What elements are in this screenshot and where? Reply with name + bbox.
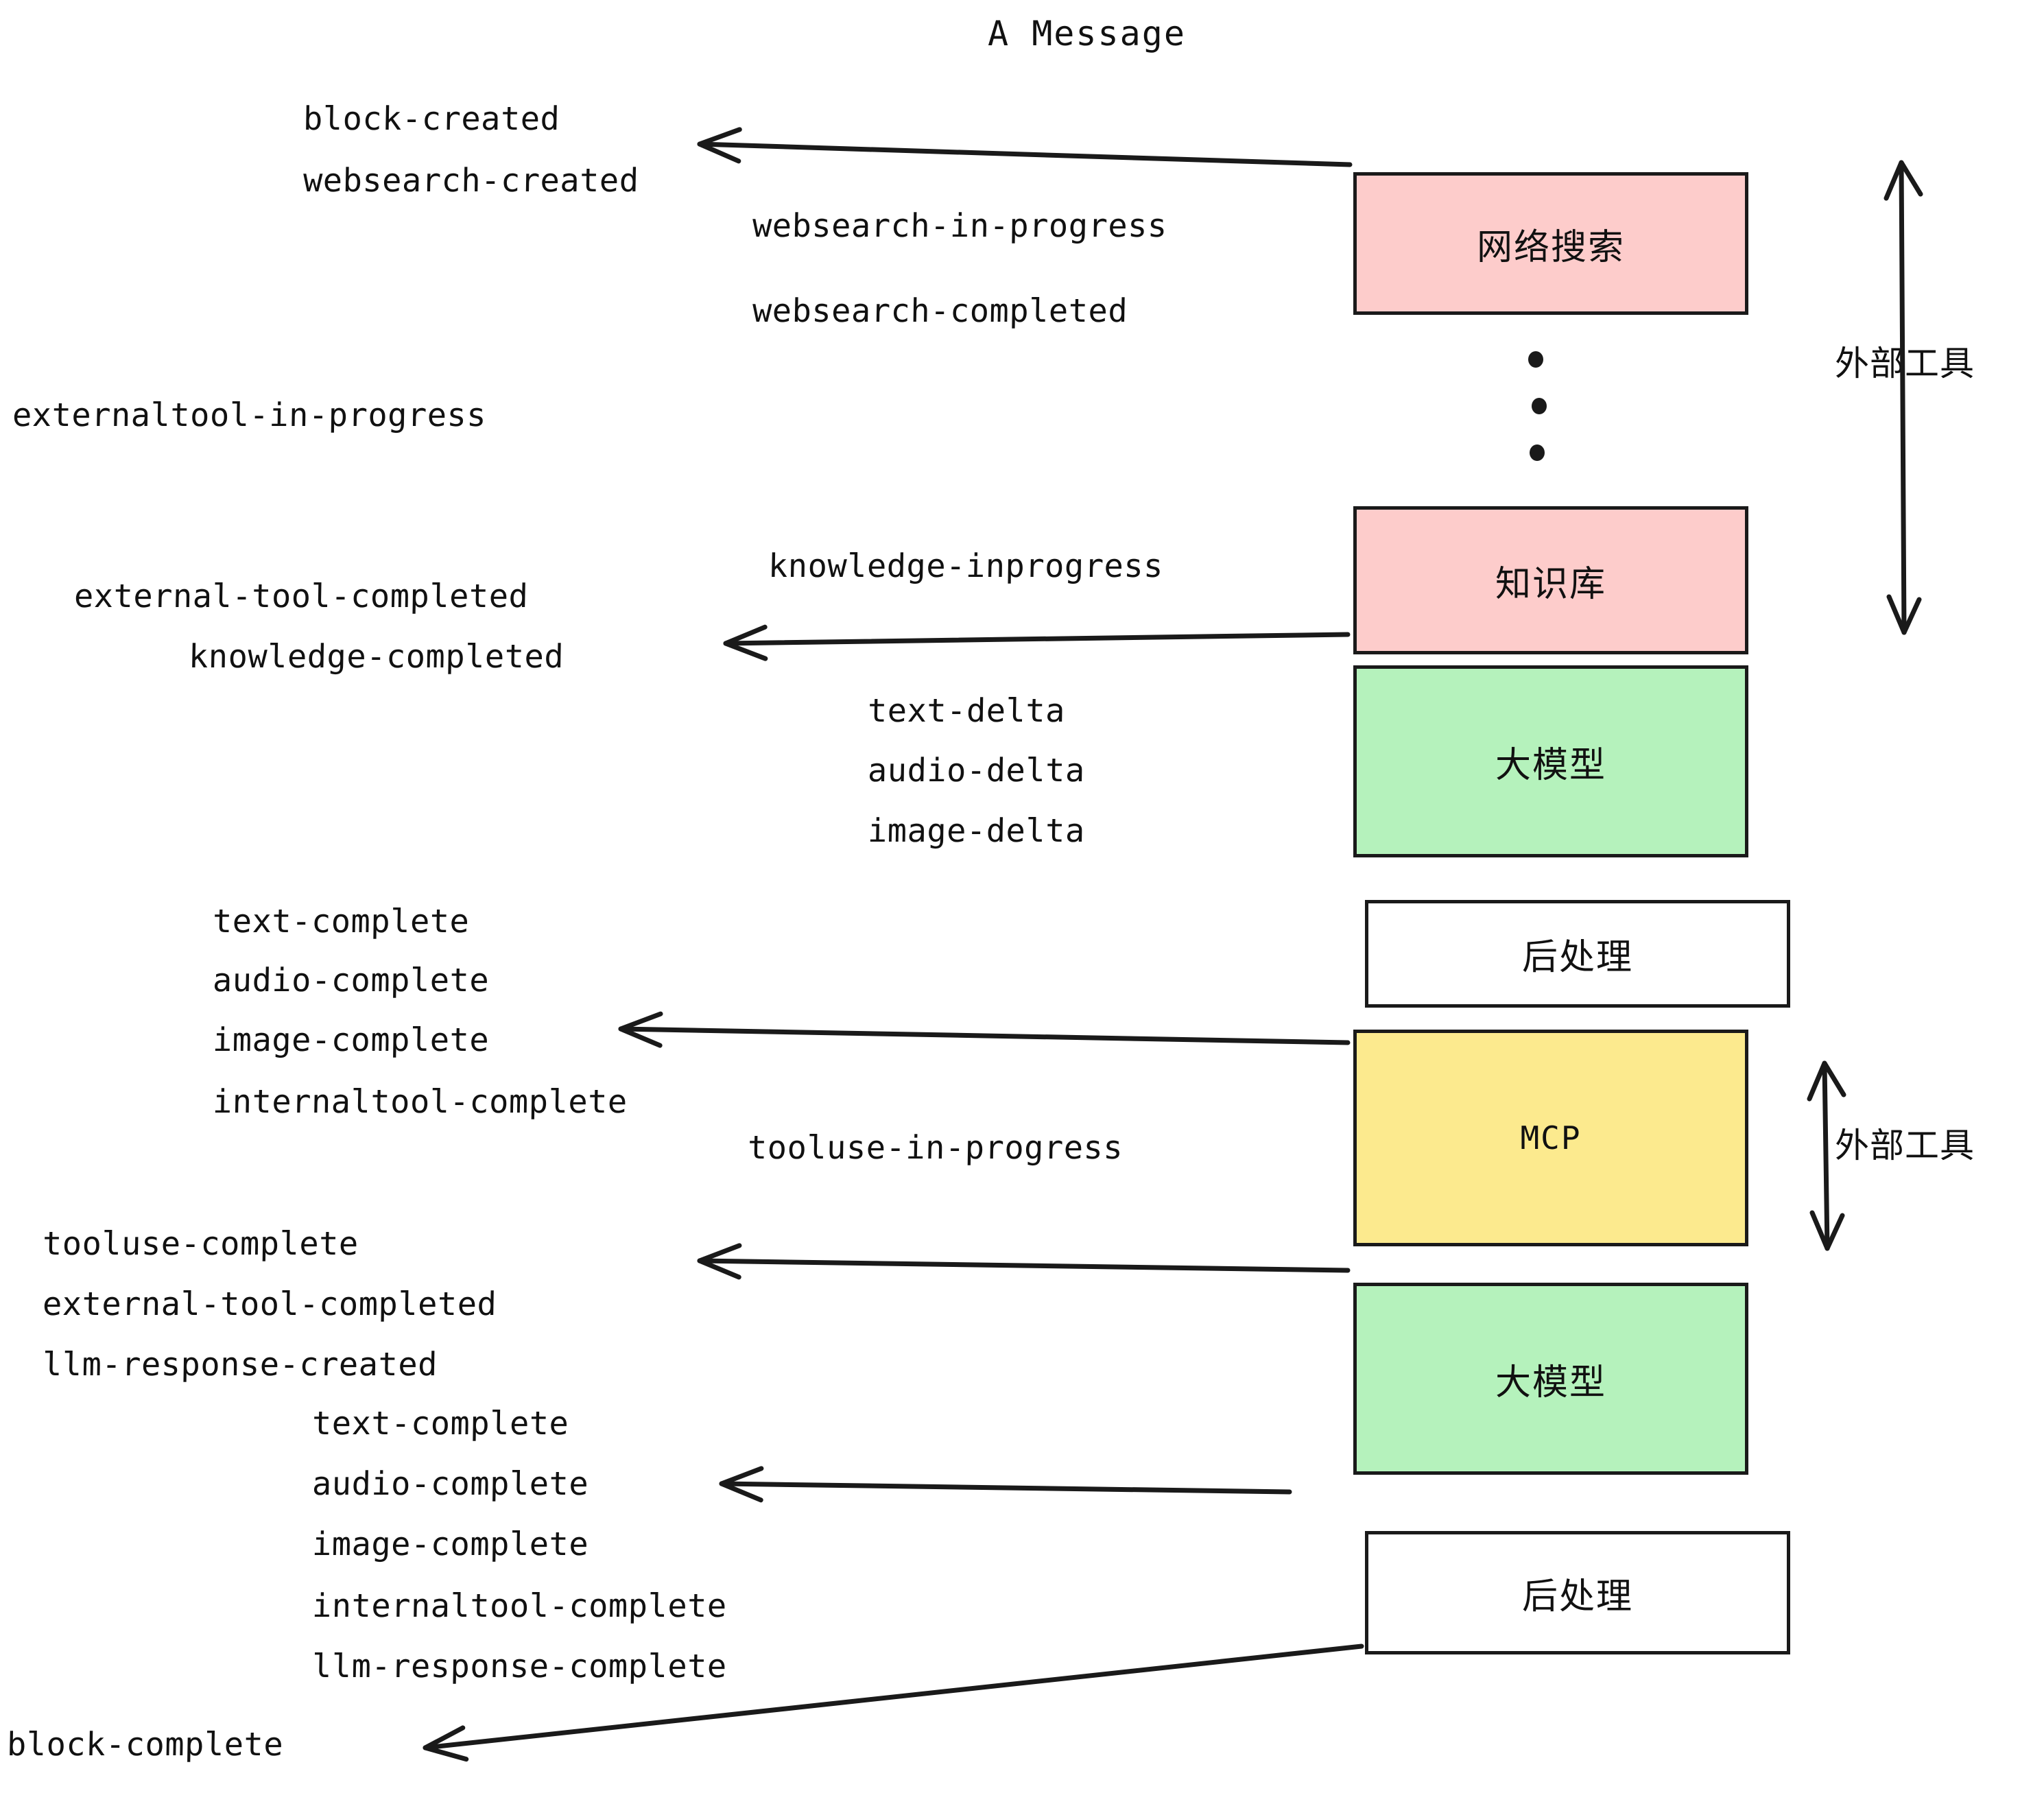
flow-arrow-llm2-to-tooluse-shaft	[697, 1258, 1351, 1273]
ellipsis-dot-icon	[1528, 351, 1543, 368]
event-label: block-complete	[6, 1726, 284, 1764]
event-label: knowledge-inprogress	[768, 547, 1164, 585]
node-postproc-2: 后处理	[1365, 1531, 1790, 1654]
node-websearch: 网络搜索	[1353, 172, 1748, 315]
flow-arrow-knowledge-to-left	[723, 624, 1351, 661]
group-arrow-head-up	[1807, 1060, 1846, 1102]
page-title: A Message	[988, 14, 1186, 54]
node-llm-1: 大模型	[1353, 665, 1748, 857]
event-label: internaltool-complete	[212, 1083, 628, 1121]
event-label: llm-response-complete	[311, 1648, 728, 1685]
flow-arrow-knowledge-to-left-head	[723, 624, 768, 661]
event-label: audio-complete	[311, 1465, 589, 1503]
flow-arrow-llm2-to-audio-complete	[719, 1466, 1292, 1503]
group-arrow-head-up	[1883, 160, 1923, 201]
flow-arrow-llm2-to-tooluse-head	[697, 1243, 742, 1280]
event-label: knowledge-completed	[188, 638, 565, 676]
group-arrow-shaft	[1822, 1060, 1830, 1251]
event-label: image-complete	[311, 1526, 589, 1563]
node-mcp: MCP	[1353, 1030, 1748, 1246]
flow-arrow-llm2-to-tooluse	[697, 1243, 1351, 1280]
group-arrow-external-tool-range-top	[1883, 160, 1923, 635]
flow-arrow-mcp-to-image-complete	[618, 1011, 1351, 1048]
group-label-external-tool: 外部工具	[1835, 1126, 1975, 1165]
event-label: external-tool-completed	[42, 1285, 497, 1323]
ellipsis-dot-icon	[1530, 444, 1545, 461]
group-arrow-head-down	[1886, 594, 1922, 635]
event-label: websearch-completed	[752, 292, 1128, 330]
flow-arrow-mcp-to-image-complete-shaft	[618, 1026, 1351, 1045]
flow-arrow-llm2-to-audio-complete-head	[719, 1466, 764, 1503]
event-label: text-complete	[212, 903, 470, 940]
event-label: tooluse-in-progress	[747, 1129, 1124, 1167]
event-label: text-complete	[311, 1405, 569, 1443]
flow-arrow-websearch-to-block-shaft	[697, 141, 1353, 167]
flow-arrow-websearch-to-block-head	[697, 127, 742, 164]
group-arrow-shaft	[1899, 160, 1907, 635]
event-label: websearch-in-progress	[752, 207, 1168, 245]
flow-arrow-mcp-to-image-complete-head	[618, 1011, 663, 1048]
flow-arrow-llm2-to-audio-complete-shaft	[719, 1481, 1292, 1495]
event-label: audio-delta	[867, 752, 1086, 790]
event-label: block-created	[302, 100, 560, 138]
flow-arrow-postproc2-to-block-head	[423, 1725, 469, 1762]
flow-arrow-websearch-to-block	[697, 127, 1353, 167]
ellipsis-dot-icon	[1532, 398, 1547, 414]
event-label: internaltool-complete	[311, 1587, 728, 1625]
event-label: external-tool-completed	[73, 578, 529, 615]
event-label: image-delta	[867, 812, 1086, 850]
node-knowledge: 知识库	[1353, 506, 1748, 654]
event-label: text-delta	[867, 692, 1066, 730]
event-label: llm-response-created	[42, 1346, 438, 1384]
event-label: tooluse-complete	[42, 1225, 359, 1263]
flow-arrow-knowledge-to-left-shaft	[723, 632, 1351, 646]
group-label-external-tool: 外部工具	[1835, 344, 1975, 383]
event-label: image-complete	[212, 1021, 490, 1059]
node-postproc-1: 后处理	[1365, 900, 1790, 1008]
event-label: websearch-created	[302, 162, 640, 200]
group-arrow-head-down	[1809, 1210, 1845, 1251]
event-label: audio-complete	[212, 962, 490, 999]
node-llm-2: 大模型	[1353, 1283, 1748, 1475]
event-label: externaltool-in-progress	[12, 396, 487, 434]
